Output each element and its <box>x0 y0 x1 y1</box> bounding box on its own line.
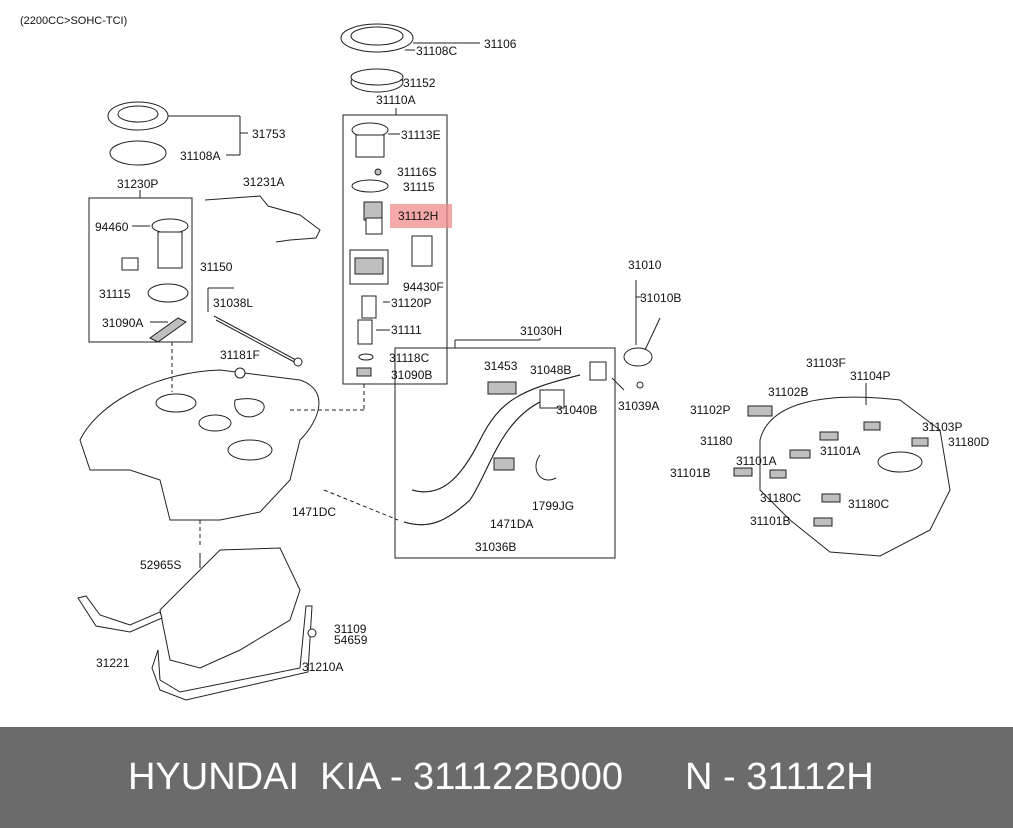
part-label-31453: 31453 <box>484 359 518 373</box>
footer-reference-number: N - 31112H <box>685 756 874 798</box>
part-label-31221: 31221 <box>96 656 130 670</box>
part-label-31090b: 31090B <box>391 368 432 382</box>
part-label-1471da: 1471DA <box>490 517 533 531</box>
right-tank-drawing <box>733 383 951 557</box>
filler-neck-parts <box>403 361 607 526</box>
part-label-31030h: 31030H <box>520 324 562 338</box>
filler-neck-box <box>394 347 616 559</box>
part-label-31115a: 31115 <box>403 180 435 194</box>
part-label-31102p: 31102P <box>690 403 730 417</box>
fuel-tank-drawing <box>79 367 320 521</box>
part-label-31101a_2: 31101A <box>736 454 776 468</box>
part-label-31038l: 31038L <box>213 296 253 310</box>
part-label-31181f: 31181F <box>220 348 260 362</box>
part-label-31101a_1: 31101A <box>820 444 860 458</box>
part-label-31036b: 31036B <box>475 540 516 554</box>
part-label-31210a: 31210A <box>302 660 343 674</box>
sender-cover-drawing <box>107 101 248 166</box>
part-label-31104p: 31104P <box>850 369 890 383</box>
part-label-31113e: 31113E <box>401 128 441 142</box>
part-label-31039a: 31039A <box>618 399 659 413</box>
part-label-31103f: 31103F <box>806 356 846 370</box>
part-label-31010b: 31010B <box>640 291 681 305</box>
vapor-line-drawing <box>204 195 321 243</box>
part-label-52965s: 52965S <box>140 558 181 572</box>
part-label-31150: 31150 <box>200 260 233 274</box>
footer-bar: HYUNDAI KIA - 311122B000 N - 31112H <box>0 727 1013 828</box>
highlight-box <box>390 204 452 228</box>
part-label-31103p: 31103P <box>922 420 962 434</box>
part-label-31048b: 31048B <box>530 363 571 377</box>
gas-cap-drawing <box>611 280 661 391</box>
part-label-31230p: 31230P <box>117 177 158 191</box>
part-label-31010: 31010 <box>628 258 662 272</box>
part-label-31110a: 31110A <box>376 93 416 107</box>
part-label-31040b: 31040B <box>556 403 597 417</box>
part-label-31108a: 31108A <box>180 149 220 163</box>
part-label-31102b: 31102B <box>768 385 808 399</box>
part-label-1471dc: 1471DC <box>292 505 336 519</box>
sender-parts <box>121 218 189 343</box>
vent-tube-drawing <box>207 287 303 367</box>
part-label-31090a: 31090A <box>102 316 143 330</box>
part-label-1799jg: 1799JG <box>532 499 574 513</box>
heat-shield-drawing <box>77 547 317 701</box>
fuel-pump-cover-drawing <box>340 23 480 93</box>
footer-part-number: HYUNDAI KIA - 311122B000 <box>128 756 623 798</box>
part-label-31101b_1: 31101B <box>670 466 710 480</box>
part-label-31152: 31152 <box>403 76 436 90</box>
pump-module-parts <box>349 122 433 377</box>
part-label-31115b: 31115 <box>99 287 131 301</box>
part-label-31109: 31109 <box>334 622 367 636</box>
part-label-31106: 31106 <box>484 37 517 51</box>
part-label-31180: 31180 <box>700 434 733 448</box>
engine-note: (2200CC>SOHC-TCI) <box>20 15 127 27</box>
part-label-31112h: 31112H <box>398 209 438 223</box>
part-label-31180c_2: 31180C <box>848 497 889 511</box>
part-label-31180d: 31180D <box>948 435 989 449</box>
part-label-31120p: 31120P <box>391 296 431 310</box>
part-label-31116s: 31116S <box>397 165 437 179</box>
part-label-54659: 54659 <box>334 633 368 647</box>
part-label-31111: 31111 <box>391 323 422 337</box>
part-label-94430f: 94430F <box>403 280 444 294</box>
part-label-31101b_2: 31101B <box>750 514 790 528</box>
part-label-31231a: 31231A <box>243 175 284 189</box>
part-label-94460: 94460 <box>95 220 129 234</box>
part-labels: 3110631108C3115231110A31113E31116S311153… <box>95 37 989 674</box>
part-label-31180c_1: 31180C <box>760 491 801 505</box>
part-label-31753: 31753 <box>252 127 286 141</box>
part-label-31118c: 31118C <box>389 351 430 365</box>
part-label-31108c: 31108C <box>416 44 457 58</box>
parts-diagram: (2200CC>SOHC-TCI) <box>20 15 989 701</box>
